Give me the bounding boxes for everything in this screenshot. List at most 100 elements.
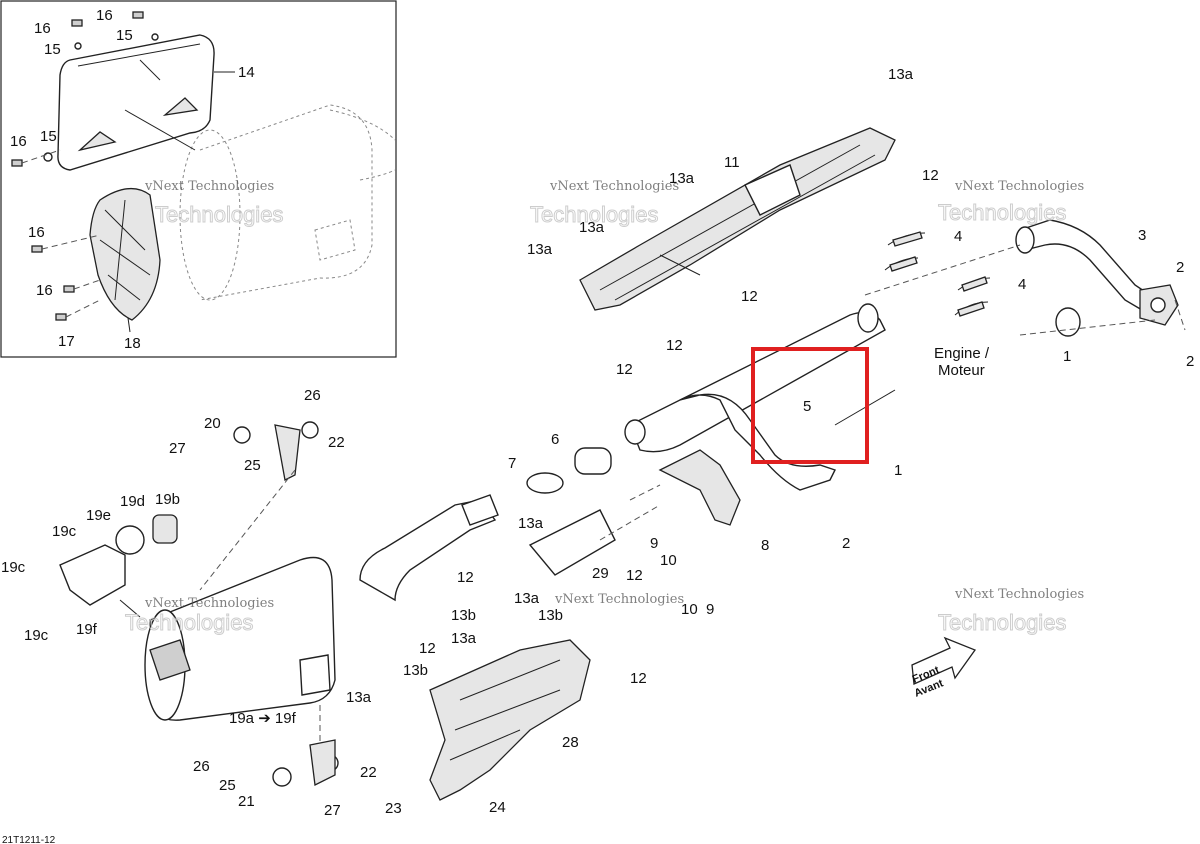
callout: 12: [616, 361, 633, 378]
callout: 6: [551, 431, 559, 448]
callout: 13a: [888, 66, 914, 83]
callout: 19c: [24, 627, 49, 644]
callout: 13b: [538, 607, 563, 624]
svg-text:vNext Technologies: vNext Technologies: [144, 596, 274, 611]
callout: 13a: [514, 590, 540, 607]
callout: 19c: [52, 523, 77, 540]
svg-text:vNext Technologies: vNext Technologies: [144, 179, 274, 194]
callout: 8: [761, 537, 769, 554]
svg-text:vNext Technologies: vNext Technologies: [554, 592, 684, 607]
callout: 4: [954, 228, 962, 245]
callout: 19e: [86, 507, 111, 524]
callout: 15: [44, 41, 61, 58]
svg-text:vNext Technologies: vNext Technologies: [549, 179, 679, 194]
callout: 19f: [76, 621, 98, 638]
callout: 12: [741, 288, 758, 305]
callout: 7: [508, 455, 516, 472]
callout: 19d: [120, 493, 145, 510]
callout: 16: [10, 133, 27, 150]
heat-shield-11: [579, 127, 896, 311]
svg-text:Technologies: Technologies: [938, 610, 1066, 635]
engine-label-line2: Moteur: [938, 362, 985, 379]
callout: 19b: [155, 491, 180, 508]
callout: 15: [116, 27, 133, 44]
svg-text:vNext Technologies: vNext Technologies: [954, 587, 1084, 602]
bracket-29: [528, 509, 616, 576]
callouts: 16 15 14 16 15 16 16 17 18 15 16 13a 11 …: [1, 7, 1194, 819]
callout: 3: [1138, 227, 1146, 244]
callout: 19c: [1, 559, 26, 576]
callout: 10: [660, 552, 677, 569]
callout: 9: [650, 535, 658, 552]
callout: 13a: [518, 515, 544, 532]
callout: 27: [324, 802, 341, 819]
callout: 2: [842, 535, 850, 552]
callout: 12: [922, 167, 939, 184]
svg-text:Technologies: Technologies: [938, 200, 1066, 225]
callout: 22: [360, 764, 377, 781]
svg-text:Technologies: Technologies: [155, 202, 283, 227]
callout: 25: [244, 457, 261, 474]
front-arrow: Front Avant: [911, 636, 977, 700]
callout: 13a: [669, 170, 695, 187]
reference-code: 21T1211-12: [2, 835, 56, 844]
callout: 29: [592, 565, 609, 582]
middle-pipe: [359, 499, 497, 602]
highlight-box: [751, 347, 869, 464]
callout: 21: [238, 793, 255, 810]
callout: 16: [96, 7, 113, 24]
callout: 13a: [346, 689, 372, 706]
svg-text:Technologies: Technologies: [530, 202, 658, 227]
callout: 19a ➔ 19f: [229, 710, 297, 727]
inset-detail: [0, 0, 397, 358]
callout: 20: [204, 415, 221, 432]
engine-label-line1: Engine /: [934, 345, 990, 362]
clamp-7: [526, 472, 564, 494]
callout: 16: [34, 20, 51, 37]
callout: 27: [169, 440, 186, 457]
callout: 12: [626, 567, 643, 584]
watermarks: vNext Technologies Technologies vNext Te…: [125, 179, 1085, 636]
svg-text:vNext Technologies: vNext Technologies: [954, 179, 1084, 194]
callout: 2: [1186, 353, 1194, 370]
callout: 12: [630, 670, 647, 687]
callout: 1: [1063, 348, 1071, 365]
callout: 25: [219, 777, 236, 794]
callout: 13b: [451, 607, 476, 624]
callout: 10: [681, 601, 698, 618]
callout: 13a: [451, 630, 477, 647]
gasket-1: [1055, 307, 1081, 337]
inset-frame: [0, 0, 397, 358]
callout: 26: [304, 387, 321, 404]
callout: 12: [666, 337, 683, 354]
callout: 11: [724, 154, 740, 171]
main-parts: [59, 127, 1186, 801]
callout: 14: [238, 64, 255, 81]
callout: 5: [803, 398, 811, 415]
callout: 13b: [403, 662, 428, 679]
callout: 17: [58, 333, 75, 350]
callout: 2: [1176, 259, 1184, 276]
callout: 26: [193, 758, 210, 775]
callout: 15: [40, 128, 57, 145]
end-cover-18: [89, 188, 161, 321]
callout: 18: [124, 335, 141, 352]
callout: 28: [562, 734, 579, 751]
callout: 1: [894, 462, 902, 479]
svg-text:Technologies: Technologies: [125, 610, 253, 635]
tail-pipe-19: [59, 544, 126, 606]
callout: 13a: [579, 219, 605, 236]
heat-shield-28: [429, 639, 591, 801]
callout: 24: [489, 799, 506, 816]
sleeve-6: [574, 447, 612, 475]
callout: 12: [457, 569, 474, 586]
heat-shield-8: [658, 449, 741, 526]
callout: 23: [385, 800, 402, 817]
callout: 4: [1018, 276, 1026, 293]
header-pipe-3: [1019, 219, 1151, 311]
callout: 12: [419, 640, 436, 657]
callout: 22: [328, 434, 345, 451]
callout: 16: [36, 282, 53, 299]
